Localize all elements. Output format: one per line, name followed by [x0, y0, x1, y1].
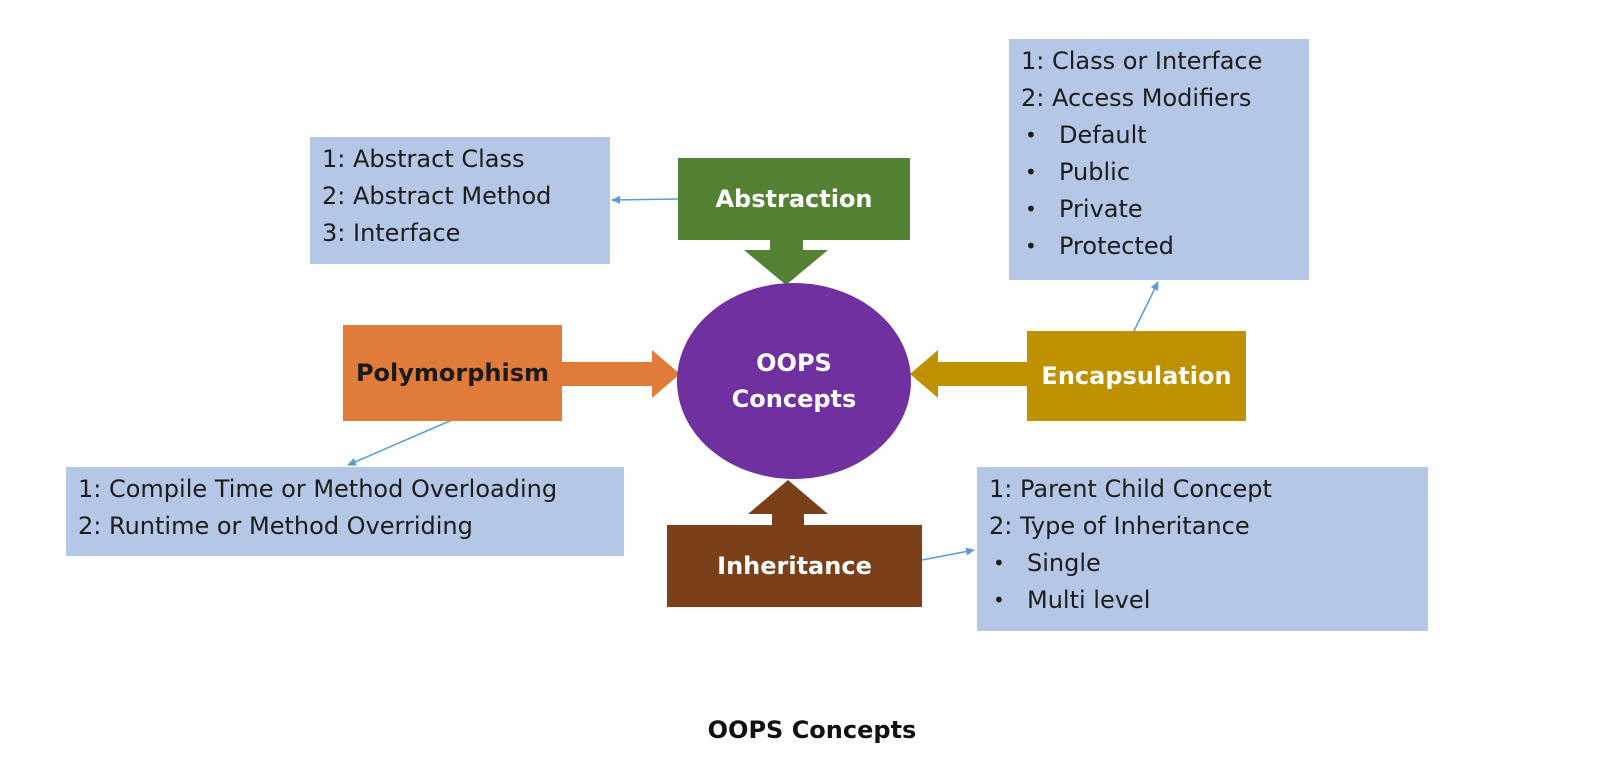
- encapsulation-detail-bullet: Public: [1021, 154, 1297, 191]
- encapsulation-detail-item: 2: Access Modifiers: [1021, 84, 1252, 112]
- encapsulation-box: Encapsulation: [1027, 331, 1246, 421]
- inheritance-connector: [921, 547, 975, 561]
- abstraction-detail-item: 2: Abstract Method: [322, 182, 552, 210]
- polymorphism-box: Polymorphism: [343, 325, 562, 421]
- polymorphism-block-arrow: [562, 350, 680, 398]
- encapsulation-connector: [1133, 281, 1159, 332]
- encapsulation-block-arrow: [910, 350, 1028, 398]
- center-oops-concepts: OOPS Concepts: [677, 283, 911, 479]
- polymorphism-details: 1: Compile Time or Method Overloading 2:…: [66, 467, 624, 556]
- abstraction-detail-item: 1: Abstract Class: [322, 145, 525, 173]
- polymorphism-label: Polymorphism: [355, 359, 550, 387]
- encapsulation-detail-bullet: Private: [1021, 191, 1297, 228]
- encapsulation-details: 1: Class or Interface 2: Access Modifier…: [1009, 39, 1309, 280]
- inheritance-detail-bullet: Single: [989, 545, 1416, 582]
- encapsulation-detail-bullet: Default: [1021, 117, 1297, 154]
- abstraction-box: Abstraction: [678, 158, 910, 240]
- inheritance-label: Inheritance: [717, 552, 872, 580]
- diagram-caption: OOPS Concepts: [707, 716, 917, 744]
- encapsulation-detail-bullet: Protected: [1021, 228, 1297, 265]
- abstraction-connector: [611, 195, 679, 204]
- abstraction-block-arrow: [744, 238, 828, 285]
- center-label-line2: Concepts: [731, 385, 857, 413]
- center-label-line1: OOPS: [756, 349, 832, 377]
- encapsulation-label: Encapsulation: [1041, 362, 1232, 390]
- inheritance-detail-item: 1: Parent Child Concept: [989, 475, 1272, 503]
- inheritance-details: 1: Parent Child Concept 2: Type of Inher…: [977, 467, 1428, 631]
- inheritance-detail-bullet: Multi level: [989, 582, 1416, 619]
- inheritance-box: Inheritance: [667, 525, 922, 607]
- abstraction-detail-item: 3: Interface: [322, 219, 461, 247]
- encapsulation-detail-item: 1: Class or Interface: [1021, 47, 1263, 75]
- inheritance-detail-item: 2: Type of Inheritance: [989, 512, 1250, 540]
- polymorphism-detail-item: 1: Compile Time or Method Overloading: [78, 475, 558, 503]
- abstraction-details: 1: Abstract Class 2: Abstract Method 3: …: [310, 137, 610, 264]
- inheritance-block-arrow: [748, 480, 828, 526]
- abstraction-label: Abstraction: [715, 185, 873, 213]
- polymorphism-detail-item: 2: Runtime or Method Overriding: [78, 512, 473, 540]
- polymorphism-connector: [347, 419, 453, 466]
